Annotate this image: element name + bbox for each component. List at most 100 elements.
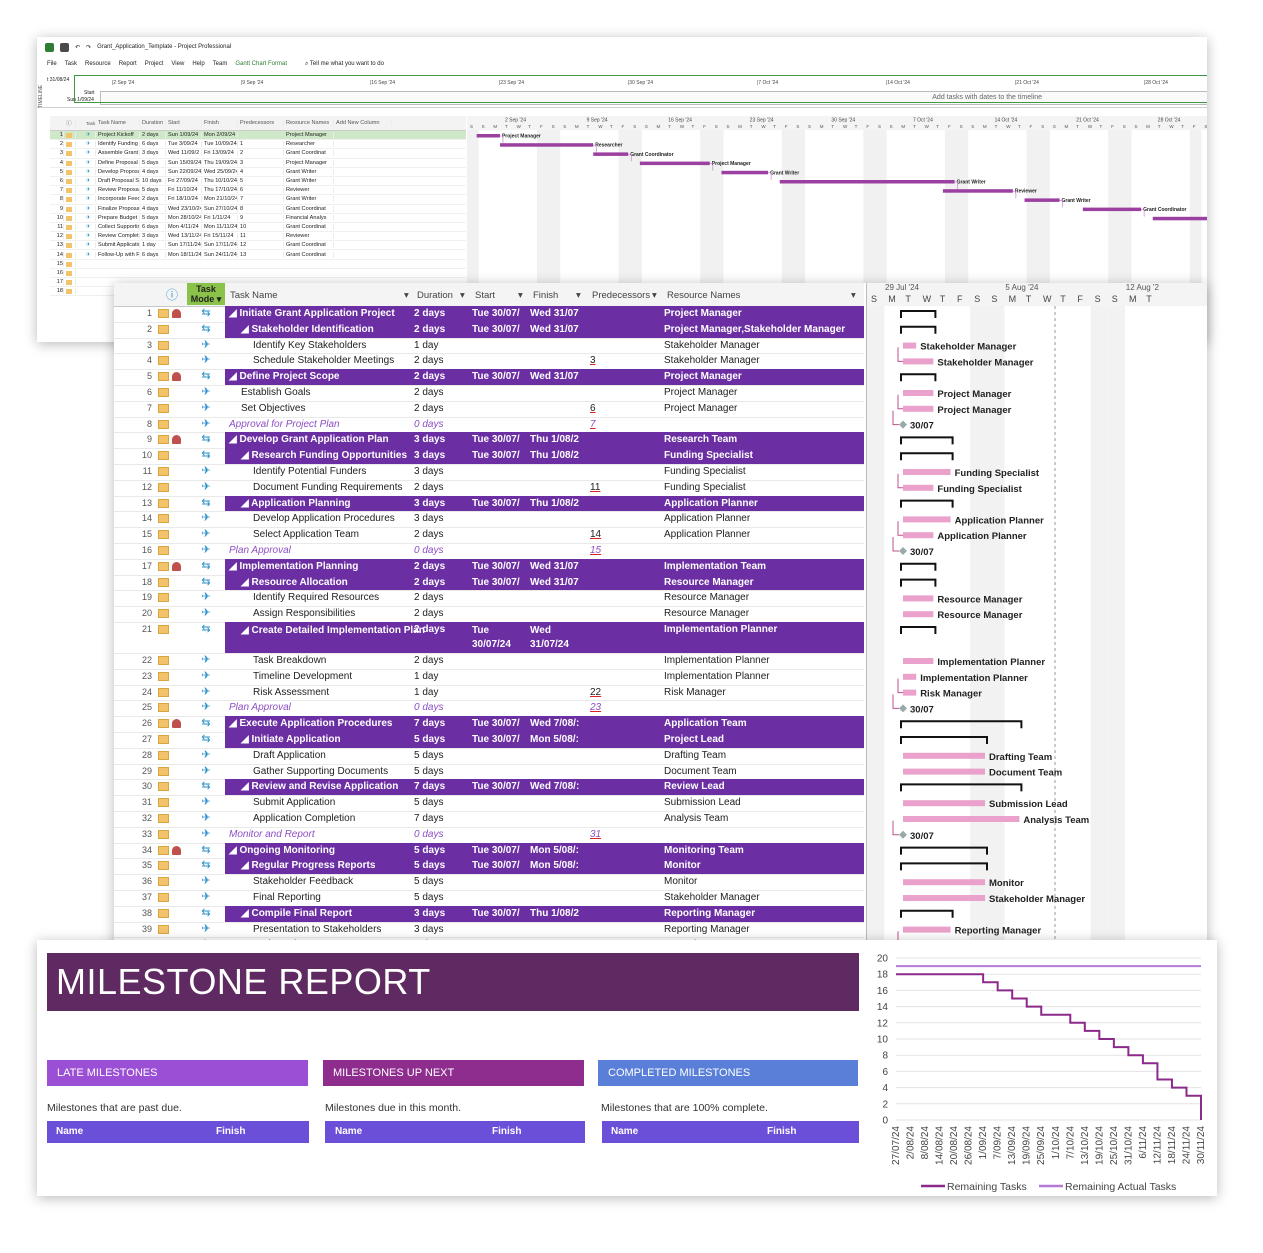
task-name[interactable]: Stakeholder Feedback [253,876,354,888]
task-bar[interactable] [903,816,1020,822]
task-name[interactable]: ◢ Ongoing Monitoring [229,844,335,856]
header-task-name[interactable]: Task Name [230,290,278,301]
gantt-bar[interactable] [593,152,629,156]
task-bar[interactable] [903,673,917,680]
milestone-diamond[interactable] [899,420,907,429]
task-bar[interactable] [903,800,985,807]
task-name[interactable]: Risk Assessment [253,686,330,698]
gantt-bar[interactable] [779,180,955,184]
task-name[interactable]: Timeline Development [253,670,353,682]
summary-bar[interactable] [900,846,988,855]
task-name[interactable]: Approval for Project Plan [229,418,340,430]
task-name[interactable]: ◢ Implementation Planning [229,560,359,572]
task-name[interactable]: Draft Application [253,749,326,761]
task-name[interactable]: ◢ Compile Final Report [241,907,353,919]
task-name[interactable]: Plan Approval [229,702,291,714]
task-bar[interactable] [903,658,934,664]
header-start[interactable]: Start [475,290,496,301]
task-bar[interactable] [903,752,985,759]
task-bar[interactable] [903,405,934,412]
task-bar[interactable] [903,342,917,349]
gantt-bar[interactable] [942,189,1013,193]
task-bar[interactable] [903,469,951,475]
summary-bar[interactable] [900,325,937,334]
header-task-mode[interactable]: Task Mode ▾ [187,283,225,305]
gantt-bar[interactable] [639,161,710,166]
ribbon-tab-task[interactable]: Task [64,61,78,67]
task-bar[interactable] [903,689,917,696]
task-name[interactable]: ◢ Develop Grant Application Plan [229,434,389,446]
task-bar[interactable] [903,532,934,539]
ribbon-tab-view[interactable]: View [171,61,185,67]
gantt-bar[interactable] [1024,198,1060,202]
summary-bar[interactable] [900,436,954,445]
task-name[interactable]: ◢ Execute Application Procedures [229,718,393,730]
task-name[interactable]: Task Breakdown [253,655,327,666]
redo-icon[interactable]: ↷ [86,44,92,51]
gantt-bar[interactable] [1082,207,1142,212]
task-name[interactable]: ◢ Review and Revise Application [241,781,399,793]
task-name[interactable]: ◢ Define Project Scope [229,371,340,383]
milestone-diamond[interactable] [899,547,907,555]
summary-bar[interactable] [900,736,988,744]
task-name[interactable]: Gather Supporting Documents [253,765,389,777]
task-name[interactable]: Select Application Team [253,529,359,541]
task-row[interactable]: 21⇆◢ Create Detailed Implementation Plan… [114,622,864,654]
task-bar[interactable] [903,484,934,491]
gantt-bar[interactable] [721,170,769,175]
task-name[interactable]: Establish Goals [241,387,311,398]
task-name[interactable]: Final Reporting [253,892,321,903]
task-name[interactable]: ◢ Initiate Grant Application Project [229,308,395,319]
summary-bar[interactable] [900,310,937,318]
task-name[interactable]: Monitor and Report [229,828,315,840]
summary-bar[interactable] [900,499,954,508]
tell-me-search[interactable]: ⌕ Tell me what you want to do [305,60,384,67]
ribbon-tab-team[interactable]: Team [212,61,228,67]
summary-bar[interactable] [900,626,937,634]
summary-bar[interactable] [900,909,954,918]
task-name[interactable]: Develop Application Procedures [253,513,395,525]
task-bar[interactable] [903,595,934,602]
gantt-bar[interactable] [476,134,500,138]
header-predecessors[interactable]: Predecessors [592,290,651,301]
header-res-filter[interactable]: ▾ [851,290,856,301]
milestone-diamond[interactable] [899,830,907,839]
header-finish-filter[interactable]: ▾ [576,290,581,301]
task-name[interactable]: ◢ Regular Progress Reports [241,860,376,872]
timeline-bar[interactable] [100,91,1207,105]
task-bar[interactable] [903,879,985,886]
ribbon-tab-help[interactable]: Help [192,61,205,67]
task-name[interactable]: ◢ Application Planning [241,497,351,509]
gantt-bar[interactable] [499,143,594,147]
header-duration[interactable]: Duration [417,290,453,301]
summary-bar[interactable] [900,373,937,382]
task-name[interactable]: ◢ Resource Allocation [241,576,348,588]
ribbon-tab-file[interactable]: File [47,61,57,67]
timeline-pane[interactable]: TIMELINE t 31/08/24 |2 Sep '24|9 Sep '24… [37,75,1207,108]
